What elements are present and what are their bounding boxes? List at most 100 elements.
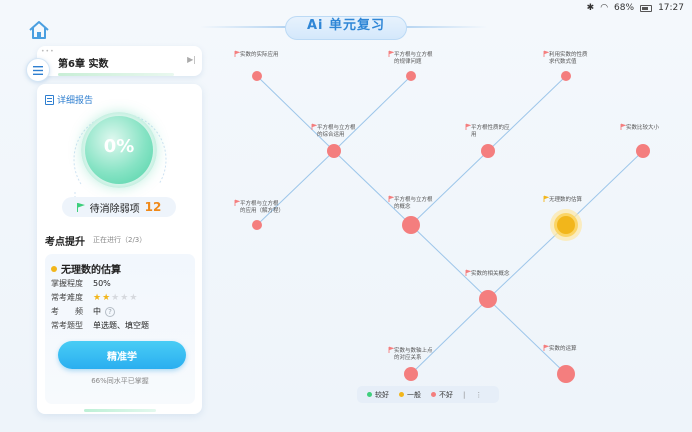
legend-item-medium: 一般	[399, 390, 421, 400]
map-node-label: 求代数式值	[549, 57, 577, 65]
map-node-dot[interactable]	[557, 216, 575, 234]
flag-icon	[388, 346, 395, 353]
flag-icon	[388, 50, 395, 57]
star-filled-icon: ★	[102, 292, 111, 303]
bluetooth-icon: ✱	[586, 3, 595, 13]
flag-icon	[76, 202, 85, 212]
legend-label-bad: 不好	[439, 390, 453, 399]
map-node-label: 平方根与立方根	[240, 199, 279, 207]
map-node-dot[interactable]	[557, 365, 575, 383]
map-node-label: 的规律问题	[394, 57, 422, 65]
detailed-report-link[interactable]: 详细报告	[45, 93, 93, 106]
legend-swatch-bad	[431, 392, 436, 397]
map-node-dot[interactable]	[406, 71, 416, 81]
legend-swatch-good	[367, 392, 372, 397]
home-icon[interactable]	[28, 20, 50, 40]
map-node-n1[interactable]: 实数的实际应用	[234, 50, 279, 81]
help-icon[interactable]: ?	[105, 306, 115, 317]
chapter-title: 第6章 实数	[58, 59, 109, 70]
star-empty-icon: ★	[129, 292, 138, 303]
menu-button[interactable]	[26, 58, 50, 82]
map-node-label: 的概念	[394, 202, 411, 210]
map-edge	[256, 150, 335, 226]
flag-icon	[543, 195, 550, 202]
drag-dots-icon: •••	[41, 48, 55, 55]
map-node-dot[interactable]	[252, 220, 262, 230]
map-node-label: 无理数的估算	[549, 195, 583, 203]
map-edge	[410, 224, 489, 300]
legend-divider: |	[463, 390, 466, 399]
map-node-label: 实数的实际应用	[240, 50, 279, 58]
question-type-row: 常考题型 单选题、填空题	[51, 320, 149, 331]
more-icon[interactable]: ⋮	[475, 390, 483, 399]
knowledge-point-card: 无理数的估算 掌握程度 50% 常考难度 ★★★★★ 考 频 中 ? 常考题型 …	[45, 254, 195, 404]
flag-icon	[465, 123, 472, 130]
mastery-value: 50%	[93, 279, 111, 288]
star-empty-icon: ★	[120, 292, 129, 303]
map-node-label: 的应用（解方程）	[240, 206, 284, 214]
map-node-label: 实数的运算	[549, 344, 577, 352]
map-node-n9[interactable]: 无理数的估算	[543, 195, 583, 241]
clock: 17:27	[658, 3, 684, 13]
legend-item-bad: 不好	[431, 390, 453, 400]
map-node-dot[interactable]	[479, 290, 497, 308]
map-node-label: 实数的相关概念	[471, 269, 510, 277]
weak-items-badge: 待消除弱项 12	[62, 197, 176, 217]
legend-item-good: 较好	[367, 390, 389, 400]
question-type-key: 常考题型	[51, 321, 83, 330]
map-node-dot[interactable]	[561, 71, 571, 81]
map-node-label: 平方根与立方根	[394, 195, 433, 203]
map-edge	[565, 150, 644, 226]
section-title: 考点提升	[45, 237, 85, 248]
map-edge	[410, 150, 489, 226]
map-node-dot[interactable]	[636, 144, 650, 158]
header-decoration-right	[387, 26, 487, 28]
legend-label-medium: 一般	[407, 390, 421, 399]
flag-icon	[620, 123, 627, 130]
frequency-value: 中	[93, 307, 101, 316]
map-node-label: 的综合运用	[317, 130, 345, 138]
map-node-dot[interactable]	[252, 71, 262, 81]
wifi-icon: ◠	[600, 3, 609, 13]
map-node-n6[interactable]: 实数比较大小	[620, 123, 660, 158]
detailed-report-label: 详细报告	[57, 96, 94, 106]
map-node-dot[interactable]	[481, 144, 495, 158]
flag-icon	[543, 50, 550, 57]
map-edge	[487, 298, 567, 375]
header-decoration-left	[200, 26, 300, 28]
peer-mastery-text: 66%同水平已掌握	[91, 377, 149, 385]
map-edge	[256, 75, 335, 152]
knowledge-map: 实数的实际应用平方根与立方根的规律问题利用实数的性质求代数式值平方根与立方根的综…	[234, 50, 660, 383]
battery-percent: 68%	[614, 3, 635, 13]
flag-icon	[234, 50, 241, 57]
map-node-label: 实数与数轴上点	[394, 346, 433, 354]
status-bar: ✱ ◠ 68% 17:27	[587, 0, 692, 16]
legend-swatch-medium	[399, 392, 404, 397]
map-edge	[487, 75, 567, 152]
flag-icon	[388, 195, 395, 202]
map-edge	[487, 224, 567, 300]
map-node-n10[interactable]: 实数的相关概念	[465, 269, 510, 308]
chapter-progress-bar	[58, 73, 174, 76]
chapter-card[interactable]: ••• 第6章 实数 ▶|	[37, 46, 202, 76]
map-node-label: 的对应关系	[394, 353, 422, 361]
knowledge-point-title: 无理数的估算	[51, 261, 121, 276]
map-node-dot[interactable]	[402, 216, 420, 234]
collapse-icon[interactable]: ▶|	[187, 55, 196, 64]
map-node-label: 用	[471, 131, 477, 138]
flag-icon	[234, 199, 241, 206]
map-node-dot[interactable]	[327, 144, 341, 158]
precise-study-button[interactable]: 精准学	[58, 341, 186, 369]
flag-icon	[465, 269, 472, 276]
weak-items-count: 12	[144, 200, 162, 214]
map-node-dot[interactable]	[404, 367, 418, 381]
map-node-n12[interactable]: 实数的运算	[543, 344, 577, 383]
battery-icon	[640, 4, 653, 12]
